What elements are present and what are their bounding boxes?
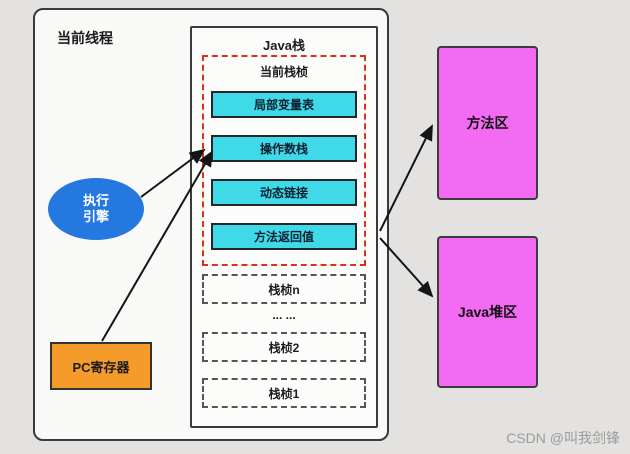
stack-frame-1-box: 栈桢1 — [202, 378, 366, 408]
csdn-watermark: CSDN @叫我剑锋 — [506, 430, 620, 446]
current-stack-frame-title: 当前栈桢 — [259, 65, 308, 79]
execution-engine-label-line1: 执行 — [82, 192, 109, 208]
local-variable-table-box: 局部变量表 — [211, 91, 357, 118]
dynamic-linking-box: 动态链接 — [211, 179, 357, 206]
java-heap-box: Java堆区 — [437, 236, 538, 388]
pc-register-box: PC寄存器 — [50, 342, 152, 390]
stack-frames-ellipsis: ... ... — [272, 308, 296, 322]
java-stack-box: Java栈 当前栈桢 局部变量表 操作数栈 动态链接 方法返回值 栈桢n ...… — [190, 26, 378, 428]
method-return-value-box: 方法返回值 — [211, 223, 357, 250]
java-stack-title: Java栈 — [263, 38, 305, 53]
execution-engine-ellipse: 执行 引擎 — [48, 178, 144, 240]
current-thread-label: 当前线程 — [57, 30, 113, 46]
method-area-box: 方法区 — [437, 46, 538, 200]
operand-stack-box: 操作数栈 — [211, 135, 357, 162]
current-stack-frame-box: 当前栈桢 局部变量表 操作数栈 动态链接 方法返回值 — [202, 55, 366, 266]
stack-frame-2-box: 栈桢2 — [202, 332, 366, 362]
stack-frame-n-box: 栈桢n — [202, 274, 366, 304]
execution-engine-label-line2: 引擎 — [82, 209, 109, 224]
